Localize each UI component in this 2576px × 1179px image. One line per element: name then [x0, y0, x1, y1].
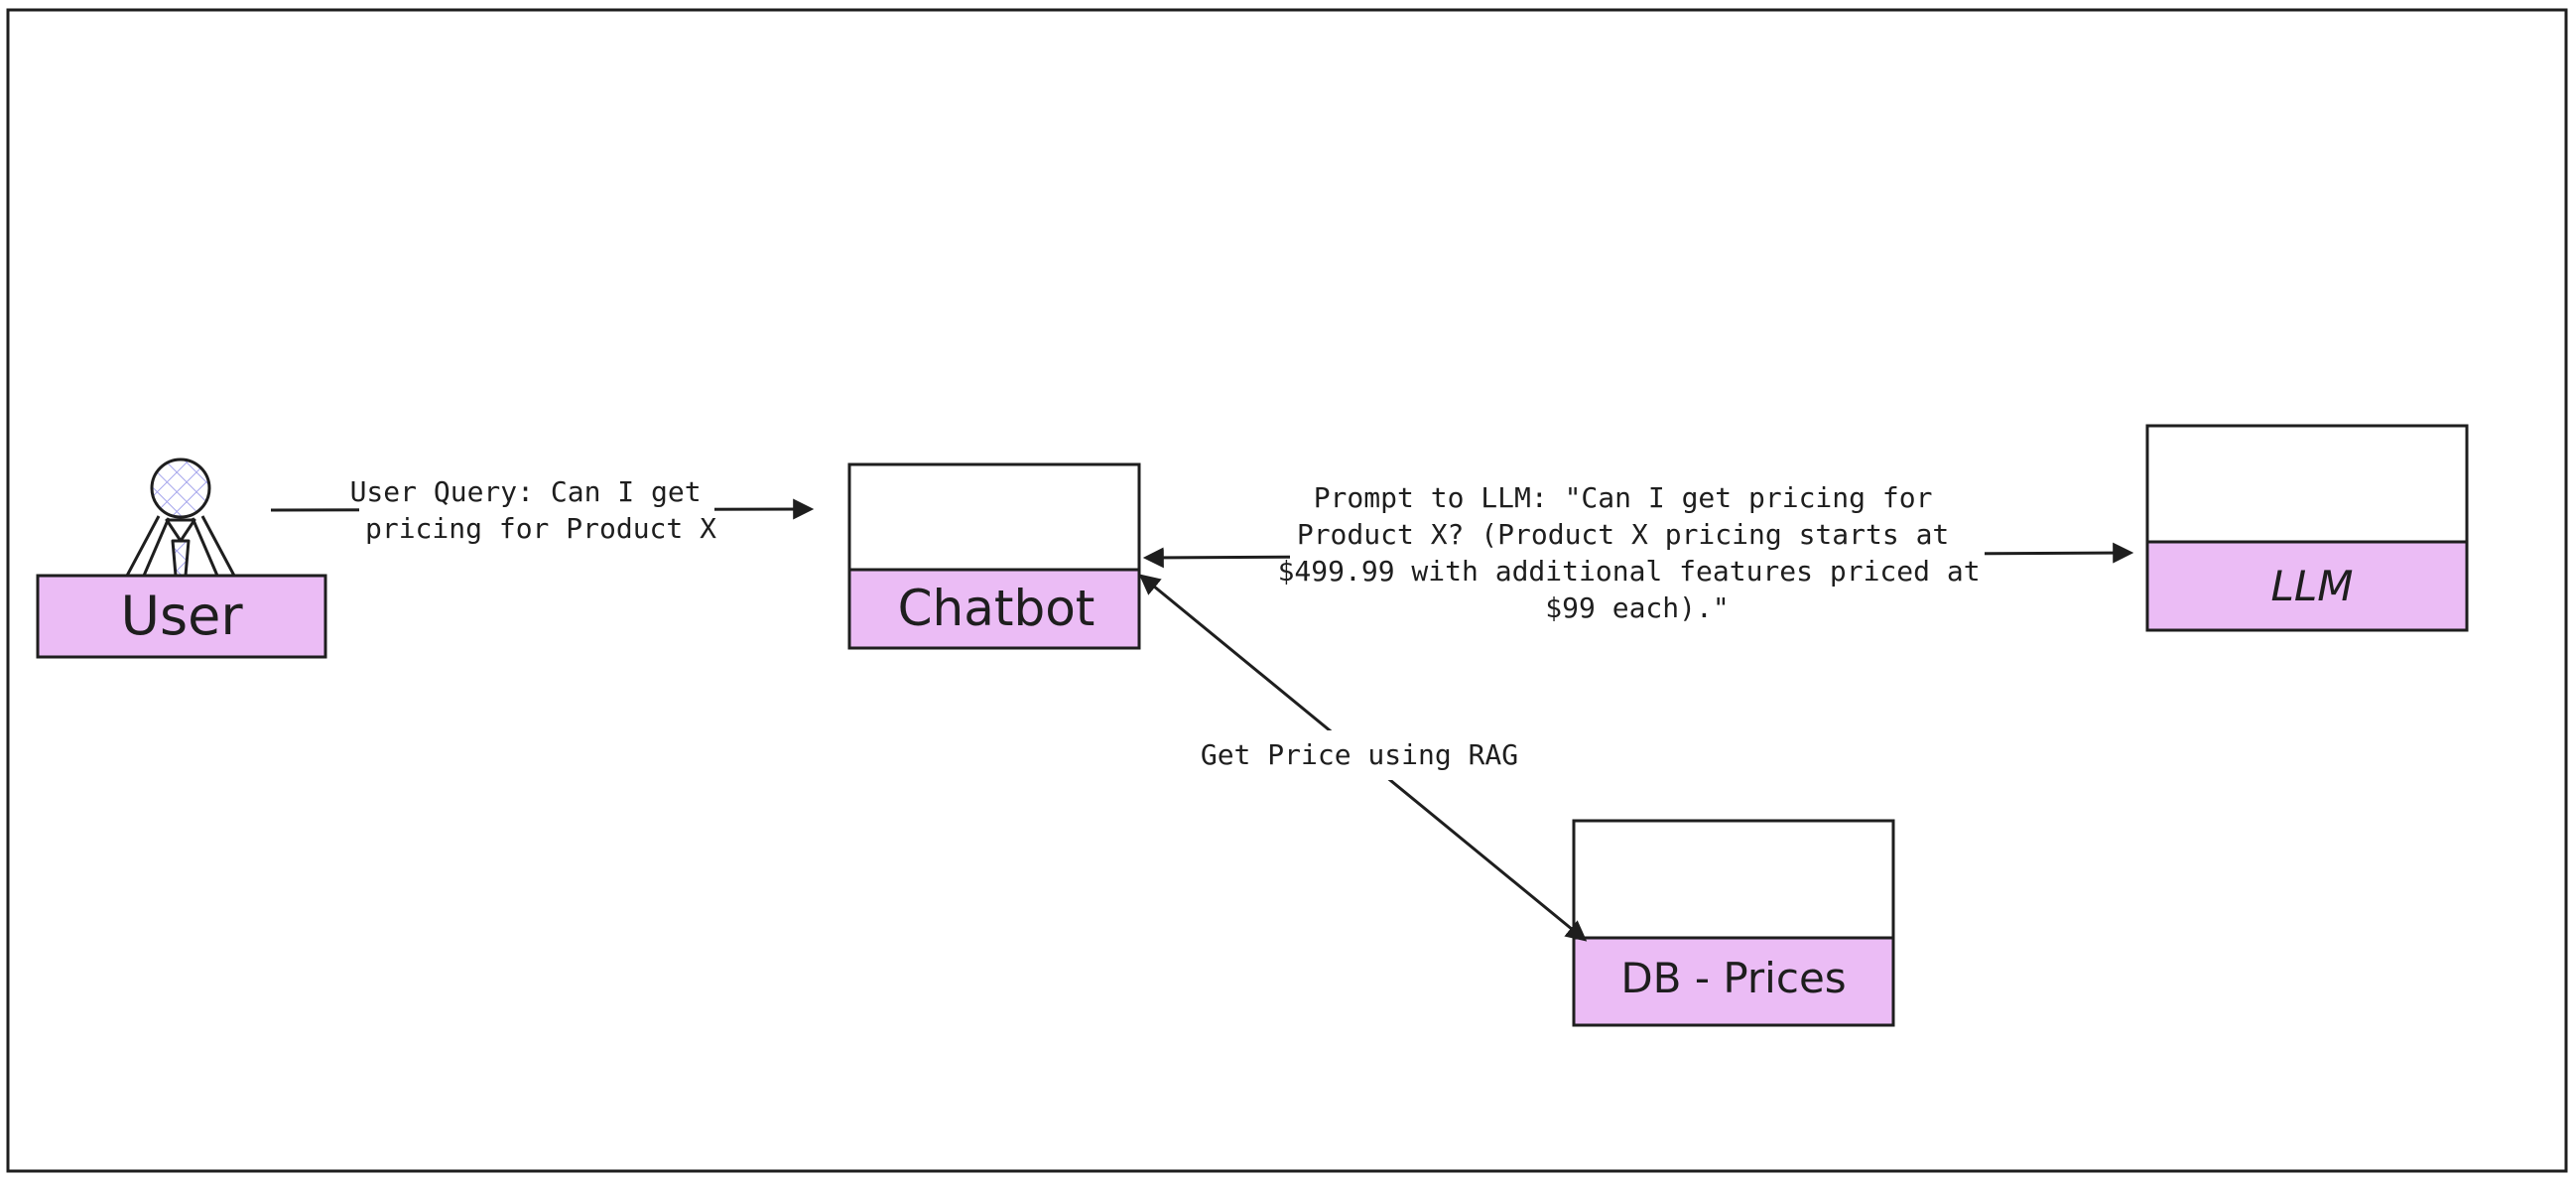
- chatbot-box: [847, 568, 1141, 650]
- edge-label-get-price-rag: Get Price using RAG: [1199, 730, 1518, 780]
- chatbot-window: [847, 462, 1141, 572]
- user-node[interactable]: User: [36, 458, 327, 659]
- chatbot-label: Chatbot: [898, 580, 1095, 637]
- edge-label-line: pricing for Product X: [365, 512, 716, 545]
- llm-window: [2145, 424, 2469, 544]
- canvas-frame: [6, 8, 2568, 1173]
- llm-label: LLM: [2270, 562, 2353, 610]
- user-box: [36, 574, 327, 659]
- svg-text:Prompt to LLM: "Can I get pric: Prompt to LLM: "Can I get pricing for Pr…: [1278, 481, 1997, 624]
- edge-label-line: $499.99 with additional features priced …: [1278, 555, 1981, 588]
- db-label: DB - Prices: [1620, 954, 1846, 1002]
- person-with-tie-icon: [125, 458, 236, 578]
- chatbot-node[interactable]: Chatbot: [847, 462, 1141, 650]
- llm-node[interactable]: LLM: [2145, 424, 2469, 632]
- edge-label-line: Product X? (Product X pricing starts at: [1297, 518, 1949, 551]
- edge-label-line: $99 each).": [1545, 591, 1729, 624]
- db-prices-node[interactable]: DB - Prices: [1572, 819, 1895, 1027]
- llm-box: [2145, 540, 2469, 632]
- edge-label-line: Get Price using RAG: [1201, 738, 1518, 771]
- svg-text:Get Price using RAG: Get Price using RAG: [1201, 738, 1518, 771]
- db-box: [1572, 936, 1895, 1027]
- user-label: User: [120, 585, 243, 647]
- edge-label-line: Prompt to LLM: "Can I get pricing for: [1314, 481, 1933, 514]
- edge-label-prompt-to-llm: Prompt to LLM: "Can I get pricing for Pr…: [1278, 476, 1997, 631]
- edge-label-line: User Query: Can I get: [350, 475, 702, 508]
- svg-text:User Query: Can I get pr: User Query: Can I get pricing for Produc…: [350, 475, 718, 545]
- db-window: [1572, 819, 1895, 940]
- edge-label-user-query: User Query: Can I get pricing for Produc…: [350, 466, 718, 548]
